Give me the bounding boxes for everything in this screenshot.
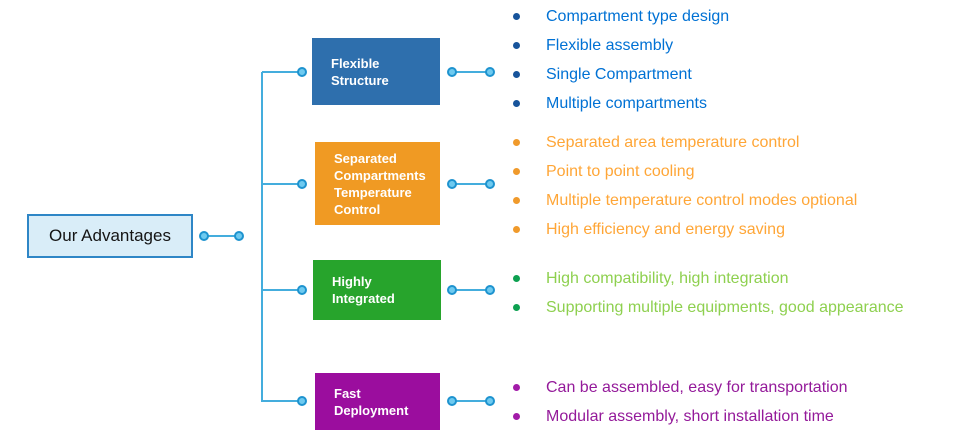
bullet-icon: [513, 139, 520, 146]
list-item: Can be assembled, easy for transportatio…: [505, 373, 848, 402]
list-item-text: High efficiency and energy saving: [546, 220, 785, 238]
list-item-text: Flexible assembly: [546, 36, 674, 54]
list-item-text: Separated area temperature control: [546, 133, 800, 151]
connector-node-icon: [199, 231, 209, 241]
branch-box-separated-compartments-temperature-control: Separated Compartments Temperature Contr…: [315, 142, 440, 225]
bullet-icon: [513, 168, 520, 175]
bullet-icon: [513, 71, 520, 78]
branch-box-label: Fast Deployment: [334, 385, 409, 418]
root-node-label: Our Advantages: [49, 226, 171, 245]
branch-box-label: Separated Compartments Temperature Contr…: [334, 150, 426, 217]
list-item-text: Modular assembly, short installation tim…: [546, 407, 834, 425]
connector-node-icon: [297, 285, 307, 295]
list-item: Multiple temperature control modes optio…: [505, 186, 857, 215]
list-item-text: Point to point cooling: [546, 162, 695, 180]
list-item-text: Single Compartment: [546, 65, 692, 83]
branch-box-label: Flexible Structure: [331, 55, 389, 88]
list-item: Modular assembly, short installation tim…: [505, 402, 848, 431]
list-item: Single Compartment: [505, 60, 729, 89]
bullet-icon: [513, 13, 520, 20]
connector-node-icon: [297, 67, 307, 77]
connector-node-icon: [447, 396, 457, 406]
list-item: Compartment type design: [505, 2, 729, 31]
root-connector-line: [204, 235, 239, 237]
bullet-icon: [513, 226, 520, 233]
branch-to-list-line: [452, 289, 490, 291]
bullet-icon: [513, 100, 520, 107]
connector-node-icon: [447, 285, 457, 295]
bullet-list-flexible-structure: Compartment type design Flexible assembl…: [505, 2, 729, 118]
list-item-text: Supporting multiple equipments, good app…: [546, 298, 904, 316]
bullet-icon: [513, 304, 520, 311]
connector-node-icon: [297, 396, 307, 406]
list-item: Supporting multiple equipments, good app…: [505, 293, 904, 322]
bullet-icon: [513, 197, 520, 204]
branch-line: [262, 289, 302, 291]
list-item: Multiple compartments: [505, 89, 729, 118]
list-item: Separated area temperature control: [505, 128, 857, 157]
branch-line: [262, 71, 302, 73]
connector-node-icon: [485, 396, 495, 406]
branch-to-list-line: [452, 400, 490, 402]
connector-node-icon: [234, 231, 244, 241]
list-item-text: Can be assembled, easy for transportatio…: [546, 378, 848, 396]
connector-node-icon: [485, 285, 495, 295]
connector-node-icon: [485, 67, 495, 77]
list-item-text: High compatibility, high integration: [546, 269, 789, 287]
bullet-list-fast-deployment: Can be assembled, easy for transportatio…: [505, 373, 848, 431]
connector-node-icon: [485, 179, 495, 189]
branch-box-flexible-structure: Flexible Structure: [312, 38, 440, 105]
branch-box-fast-deployment: Fast Deployment: [315, 373, 440, 430]
bullet-list-separated-compartments: Separated area temperature control Point…: [505, 128, 857, 244]
branch-box-highly-integrated: Highly Integrated: [313, 260, 441, 320]
branch-to-list-line: [452, 183, 490, 185]
list-item-text: Multiple compartments: [546, 94, 707, 112]
branch-line: [262, 183, 302, 185]
connector-node-icon: [297, 179, 307, 189]
list-item: Point to point cooling: [505, 157, 857, 186]
connector-node-icon: [447, 67, 457, 77]
bullet-icon: [513, 413, 520, 420]
branch-box-label: Highly Integrated: [332, 274, 395, 306]
branch-to-list-line: [452, 71, 490, 73]
list-item-text: Compartment type design: [546, 7, 730, 25]
tree-spine-line: [261, 72, 263, 402]
bullet-icon: [513, 384, 520, 391]
list-item: High efficiency and energy saving: [505, 215, 857, 244]
list-item: Flexible assembly: [505, 31, 729, 60]
bullet-icon: [513, 275, 520, 282]
list-item-text: Multiple temperature control modes optio…: [546, 191, 858, 209]
list-item: High compatibility, high integration: [505, 264, 904, 293]
connector-node-icon: [447, 179, 457, 189]
bullet-icon: [513, 42, 520, 49]
bullet-list-highly-integrated: High compatibility, high integration Sup…: [505, 264, 904, 322]
branch-line: [262, 400, 302, 402]
root-node-box: Our Advantages: [27, 214, 193, 258]
